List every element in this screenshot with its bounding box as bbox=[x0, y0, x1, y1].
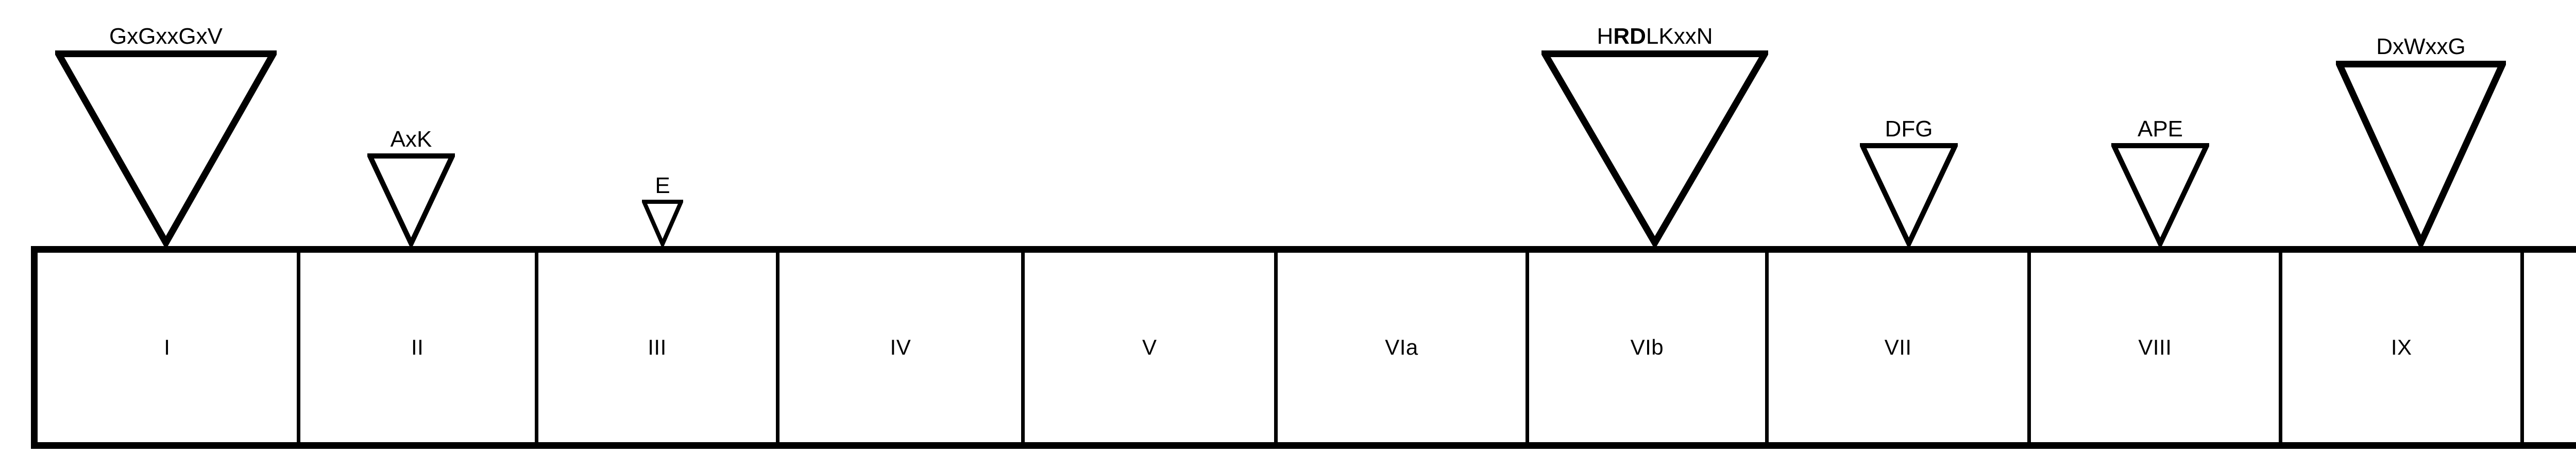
motif-gxgxxgxv[interactable]: GxGxxGxV bbox=[55, 24, 277, 247]
domain-segment-label: VIII bbox=[2138, 335, 2172, 359]
domain-segment-via[interactable]: VIa bbox=[1278, 253, 1529, 442]
motif-triangle-icon bbox=[2111, 143, 2209, 247]
domain-segment-vii[interactable]: VII bbox=[1768, 253, 2031, 442]
motif-triangle-icon bbox=[55, 50, 277, 247]
motif-label: GxGxxGxV bbox=[109, 24, 223, 49]
domain-segment-v[interactable]: V bbox=[1025, 253, 1278, 442]
domain-bar: IIIIIIIVVVIaVIbVIIVIIIIXXXI bbox=[31, 246, 2576, 449]
domain-segment-label: II bbox=[411, 335, 424, 359]
motif-triangle-icon bbox=[1541, 50, 1768, 247]
domain-segment-label: VII bbox=[1884, 335, 1912, 359]
motif-hrdlkxxn[interactable]: HRDLKxxN bbox=[1541, 24, 1768, 247]
motif-label: APE bbox=[2137, 116, 2183, 142]
motif-triangle-icon bbox=[2336, 61, 2506, 247]
domain-segment-x[interactable]: X bbox=[2524, 253, 2576, 442]
domain-segment-label: IV bbox=[890, 335, 911, 359]
domain-segment-vib[interactable]: VIb bbox=[1529, 253, 1769, 442]
motif-label: DxWxxG bbox=[2376, 34, 2466, 59]
domain-segment-iv[interactable]: IV bbox=[779, 253, 1025, 442]
motif-triangle-icon bbox=[1860, 143, 1958, 247]
domain-segment-i[interactable]: I bbox=[38, 253, 300, 442]
motif-label: DFG bbox=[1885, 116, 1933, 142]
motif-ape[interactable]: APE bbox=[2111, 116, 2209, 247]
motif-triangle-icon bbox=[642, 200, 683, 247]
motif-triangle-icon bbox=[367, 153, 455, 247]
motif-label: AxK bbox=[390, 127, 432, 152]
domain-segment-label: V bbox=[1142, 335, 1157, 359]
motif-axk[interactable]: AxK bbox=[367, 127, 455, 247]
motif-label: HRDLKxxN bbox=[1597, 24, 1713, 49]
domain-segment-ii[interactable]: II bbox=[300, 253, 538, 442]
domain-segment-label: I bbox=[164, 335, 171, 359]
motif-label: E bbox=[655, 173, 670, 198]
domain-segment-viii[interactable]: VIII bbox=[2031, 253, 2283, 442]
domain-segment-label: VIa bbox=[1385, 335, 1418, 359]
motif-dfg[interactable]: DFG bbox=[1860, 116, 1958, 247]
domain-segment-label: VIb bbox=[1630, 335, 1664, 359]
domain-segment-iii[interactable]: III bbox=[538, 253, 780, 442]
domain-segment-label: IX bbox=[2391, 335, 2412, 359]
motif-dxwxxg[interactable]: DxWxxG bbox=[2336, 34, 2506, 247]
motif-e[interactable]: E bbox=[642, 173, 683, 247]
domain-segment-label: III bbox=[648, 335, 667, 359]
domain-segment-ix[interactable]: IX bbox=[2282, 253, 2524, 442]
